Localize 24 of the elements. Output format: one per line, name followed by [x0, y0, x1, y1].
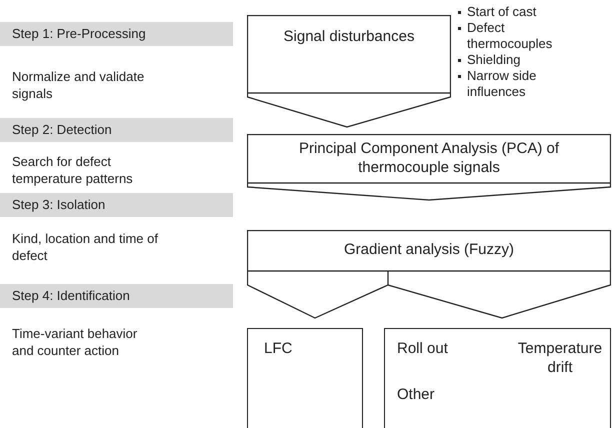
step-band: Step 1: Pre-Processing	[0, 22, 233, 46]
process-chevron-box	[247, 134, 611, 201]
box-label: Roll out	[397, 339, 448, 358]
bullet-text: Narrow side influences	[467, 68, 538, 100]
step-band: Step 3: Isolation	[0, 193, 233, 217]
box-label: Other	[397, 385, 435, 404]
step-description: Kind, location and time of defect	[12, 230, 159, 264]
process-chevron-box	[247, 15, 451, 128]
step-description: Search for defect temperature patterns	[12, 153, 134, 187]
step-band: Step 2: Detection	[0, 118, 233, 142]
box-label: Gradient analysis (Fuzzy)	[344, 240, 514, 259]
box-label: Temperature drift	[516, 339, 604, 377]
process-chevron-box	[247, 230, 611, 319]
box-label: Signal disturbances	[284, 27, 414, 46]
box-label: LFC	[264, 339, 292, 358]
step-band: Step 4: Identification	[0, 284, 233, 308]
bullet-text: Defect thermocouples	[467, 20, 554, 52]
result-box	[384, 328, 611, 428]
bullet-text: Start of cast	[467, 4, 536, 20]
bullet-text: Shielding	[467, 52, 520, 68]
step-description: Time-variant behavior and counter action	[12, 325, 138, 359]
result-box	[247, 328, 363, 428]
step-description: Normalize and validate signals	[12, 68, 146, 102]
box-label: Principal Component Analysis (PCA) of thermocouple signals	[298, 139, 560, 177]
